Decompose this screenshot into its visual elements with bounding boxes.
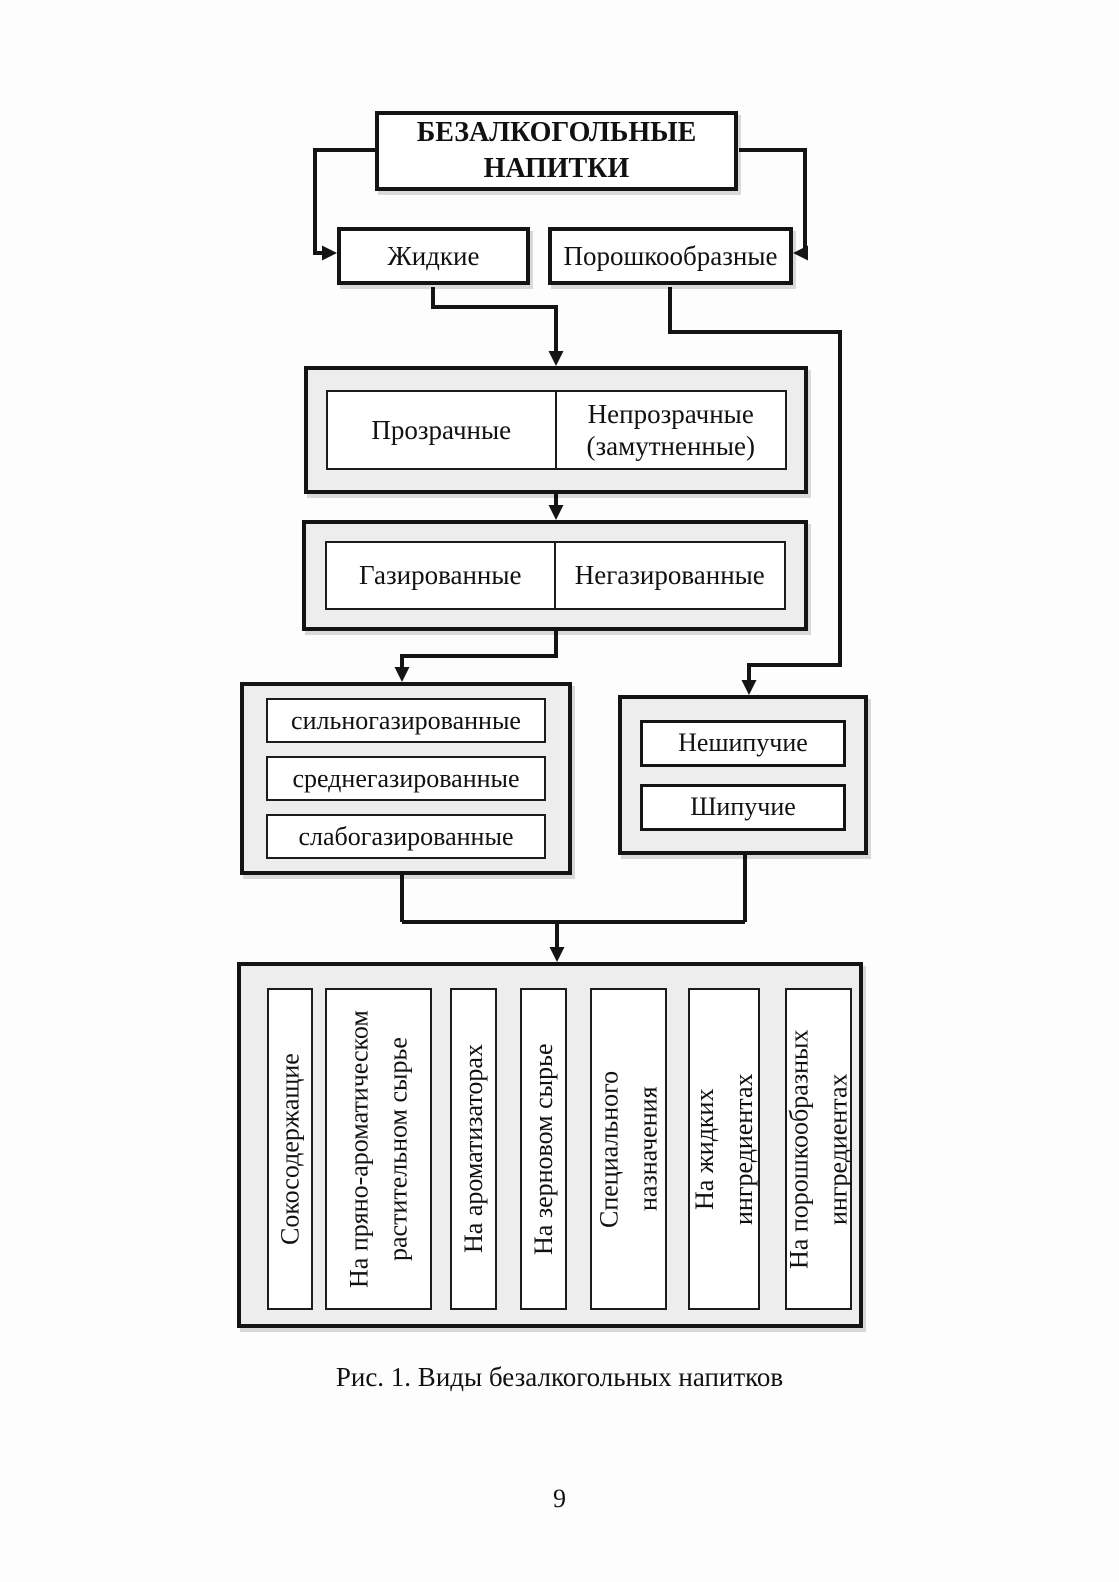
base-flavorings: На ароматизаторах (450, 988, 497, 1310)
page-number: 9 (553, 1484, 566, 1513)
node-powder: Порошкообразные (548, 227, 793, 285)
cell-transparent: Прозрачные (328, 392, 557, 468)
degree-medium: среднегазированные (266, 756, 546, 801)
degree-light: слабогазированные (266, 814, 546, 859)
cell-opaque: Непрозрачные (замутненные) (586, 398, 755, 461)
arrowhead-into-kinds (741, 680, 757, 695)
panel-powder-kinds: Нешипучие Шипучие (618, 695, 868, 855)
degree-strong: сильногазированные (266, 698, 546, 743)
kind-noneffervescent: Нешипучие (640, 719, 846, 767)
panel-clarity: Прозрачные Непрозрачные (замутненные) (304, 366, 808, 494)
base-special-purpose: Специального назначения (590, 988, 667, 1310)
base-powder-ingredients: На порошкообразных ингредиентах (785, 988, 853, 1310)
cell-noncarbonated: Негазированные (574, 560, 765, 591)
arrowhead-into-liquid (322, 245, 337, 261)
panel-carbonation-degrees: сильногазированные среднегазированные сл… (240, 682, 572, 875)
arrowhead-into-powder (793, 245, 808, 261)
arrowhead-into-carbonation (548, 505, 564, 520)
base-liquid-ingredients: На жидких ингредиентах (688, 988, 760, 1310)
panel-carbonation: Газированные Негазированные (302, 520, 808, 631)
node-liquid: Жидкие (337, 227, 530, 285)
node-root-title: БЕЗАЛКОГОЛЬНЫЕ НАПИТКИ (375, 111, 738, 191)
base-grain: На зерновом сырье (520, 988, 567, 1310)
arrowhead-into-degrees (394, 667, 410, 682)
base-juice-containing: Сокосодержащие (267, 988, 313, 1310)
connector-carbonation-to-degrees (400, 629, 558, 668)
connector-liquid-to-clarity (431, 287, 558, 352)
carbonation-split-box: Газированные Негазированные (324, 541, 786, 610)
arrowhead-into-clarity (548, 351, 564, 366)
arrowhead-into-bases (549, 947, 565, 962)
panel-ingredient-bases: Сокосодержащие На пряно-ароматическом ра… (237, 962, 863, 1328)
base-spicy-aromatic-plant: На пряно-ароматическом растительном сырь… (325, 988, 432, 1310)
kind-effervescent: Шипучие (640, 783, 846, 831)
figure-caption: Рис. 1. Виды безалкогольных напитков (335, 1362, 784, 1392)
clarity-split-box: Прозрачные Непрозрачные (замутненные) (325, 390, 787, 470)
cell-carbonated: Газированные (327, 543, 556, 608)
